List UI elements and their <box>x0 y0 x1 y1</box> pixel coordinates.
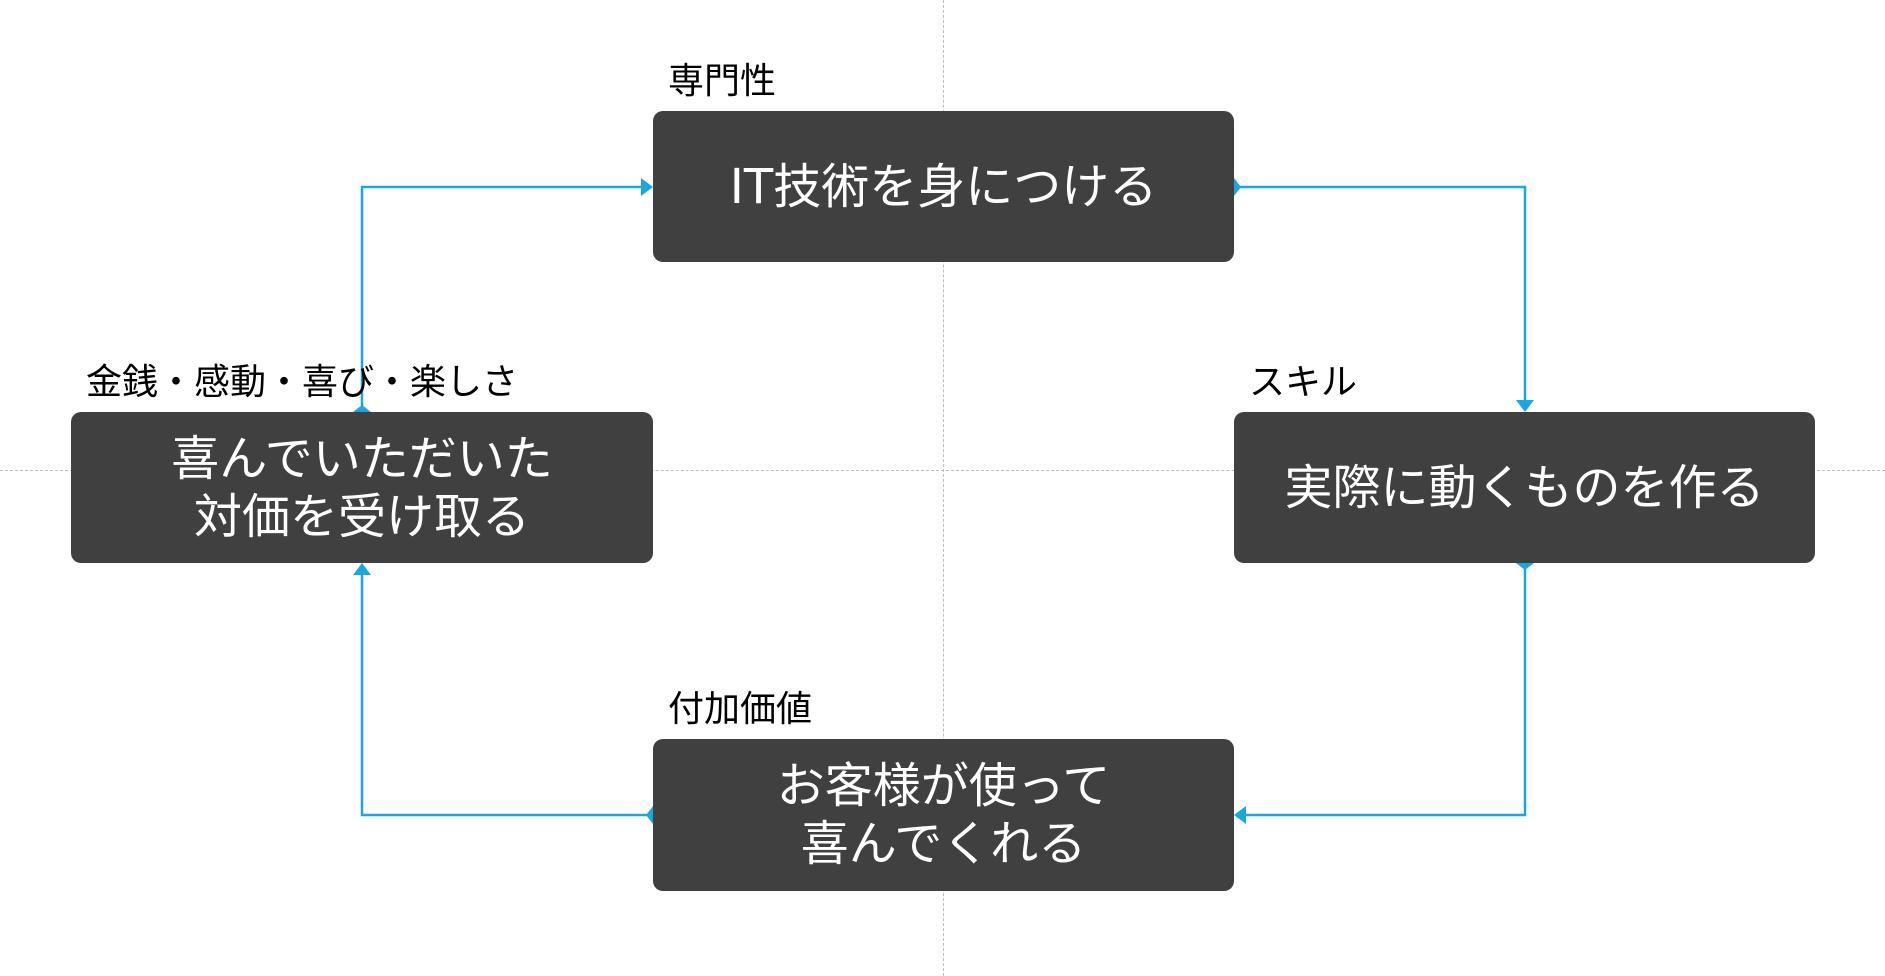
node-box-top[interactable]: IT技術を身につける <box>653 111 1234 262</box>
connector-right-to-bottom <box>1245 563 1527 817</box>
connector-arrowhead <box>1516 400 1534 412</box>
node-label-top: 専門性 <box>668 61 777 102</box>
node-box-right[interactable]: 実際に動くものを作る <box>1234 412 1815 563</box>
node-text-left: 喜んでいただいた 対価を受け取る <box>171 430 553 545</box>
connector-arrowhead <box>1234 806 1246 824</box>
node-box-bottom[interactable]: お客様が使って 喜んでくれる <box>653 739 1234 891</box>
node-text-top: IT技術を身につける <box>729 158 1158 215</box>
node-label-left: 金銭・感動・喜び・楽しさ <box>86 362 519 403</box>
node-text-bottom: お客様が使って 喜んでくれる <box>776 758 1111 872</box>
connector-arrowhead <box>641 178 653 196</box>
node-label-bottom: 付加価値 <box>668 689 813 730</box>
node-text-right: 実際に動くものを作る <box>1284 459 1765 516</box>
connector-arrowhead <box>353 563 371 575</box>
node-label-right: スキル <box>1249 362 1358 403</box>
connector-bottom-to-left <box>360 574 653 817</box>
horizontal-guide-line <box>0 470 1885 471</box>
node-box-left[interactable]: 喜んでいただいた 対価を受け取る <box>71 412 653 563</box>
vertical-guide-line <box>943 0 944 976</box>
